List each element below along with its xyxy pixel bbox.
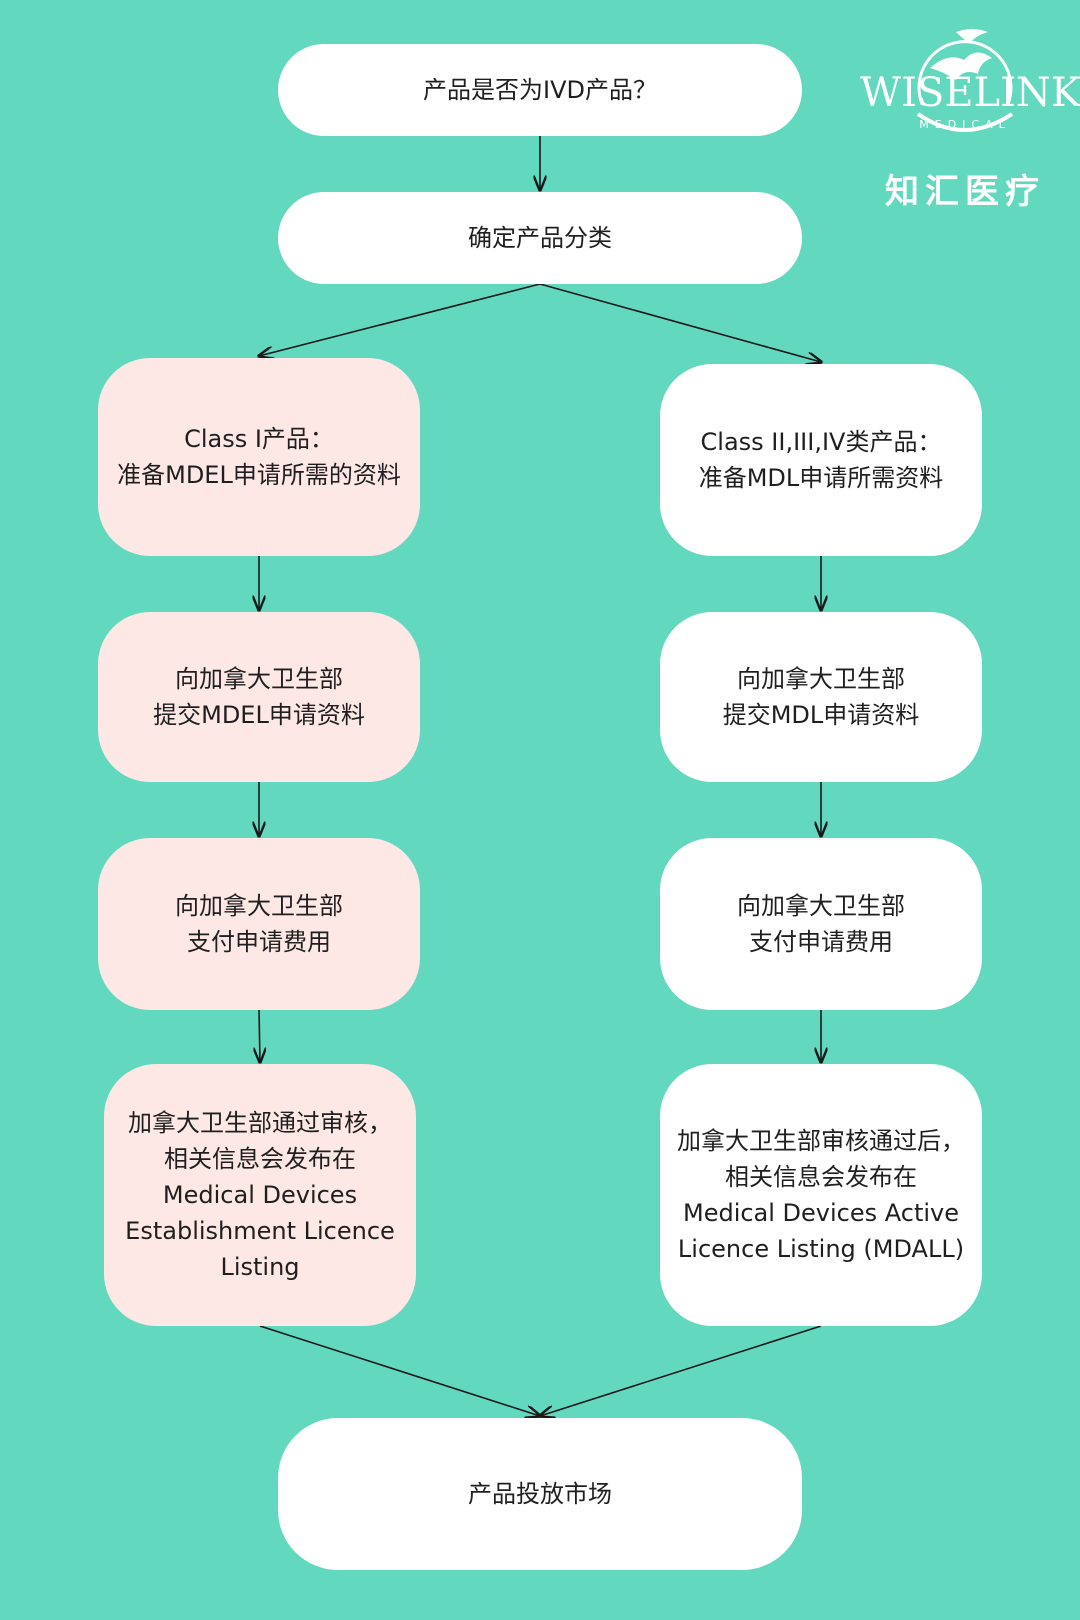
classify-node: 确定产品分类: [278, 192, 802, 284]
market-launch-node: 产品投放市场: [278, 1418, 802, 1570]
node-line: Medical Devices: [162, 1181, 358, 1209]
logo-wordmark: WISELINK: [860, 70, 1080, 116]
globe-swoosh-icon: [916, 29, 1014, 132]
node-line: 向加拿大卫生部: [737, 892, 905, 920]
node-line: Establishment Licence: [125, 1217, 395, 1245]
connector-right-approval-to-market: [540, 1325, 822, 1416]
node-line: 准备MDEL申请所需的资料: [117, 461, 401, 489]
node-line: 相关信息会发布在: [725, 1163, 917, 1191]
mdl-submit-node: 向加拿大卫生部 提交MDL申请资料: [660, 612, 982, 782]
node-line: 提交MDEL申请资料: [153, 701, 365, 729]
node-line: 加拿大卫生部通过审核，: [128, 1109, 392, 1137]
node-line: 提交MDL申请资料: [722, 701, 920, 729]
class-i-prepare-node: Class I产品： 准备MDEL申请所需的资料: [98, 358, 420, 556]
wiselink-logo: WISELINK MEDICAL 知汇医疗: [860, 18, 1080, 218]
node-line: 加拿大卫生部审核通过后，: [677, 1127, 965, 1155]
connector-classify-to-class-i: [259, 283, 541, 356]
logo-chinese-name: 知汇医疗: [885, 172, 1045, 212]
start-node: 产品是否为IVD产品？: [278, 44, 802, 136]
start-node-label: 产品是否为IVD产品？: [423, 76, 657, 104]
node-line: Class I产品：: [184, 425, 334, 453]
connector-left-fee-to-approval: [259, 1009, 260, 1062]
node-line: Licence Listing (MDALL): [677, 1235, 965, 1263]
logo-subtitle: MEDICAL: [919, 118, 1011, 131]
mdel-fee-node: 向加拿大卫生部 支付申请费用: [98, 838, 420, 1010]
classify-node-label: 确定产品分类: [468, 224, 612, 252]
node-line: Listing: [220, 1253, 300, 1281]
node-line: 向加拿大卫生部: [737, 665, 905, 693]
node-line: 支付申请费用: [749, 928, 893, 956]
connector-classify-to-class-ii-iv: [539, 283, 821, 362]
mdel-submit-node: 向加拿大卫生部 提交MDEL申请资料: [98, 612, 420, 782]
node-line: 向加拿大卫生部: [175, 892, 343, 920]
mdl-fee-node: 向加拿大卫生部 支付申请费用: [660, 838, 982, 1010]
node-line: Medical Devices Active: [682, 1199, 960, 1227]
node-line: Class II,III,IV类产品：: [700, 428, 942, 456]
node-line: 支付申请费用: [187, 928, 331, 956]
node-line: 相关信息会发布在: [164, 1145, 356, 1173]
mdel-approval-node: 加拿大卫生部通过审核， 相关信息会发布在 Medical Devices Est…: [104, 1064, 416, 1326]
node-line: 准备MDL申请所需资料: [698, 464, 944, 492]
market-launch-label: 产品投放市场: [468, 1480, 612, 1508]
node-line: 向加拿大卫生部: [175, 665, 343, 693]
mdl-approval-node: 加拿大卫生部审核通过后， 相关信息会发布在 Medical Devices Ac…: [660, 1064, 982, 1326]
connector-left-approval-to-market: [259, 1325, 540, 1416]
class-ii-iv-prepare-node: Class II,III,IV类产品： 准备MDL申请所需资料: [660, 364, 982, 556]
